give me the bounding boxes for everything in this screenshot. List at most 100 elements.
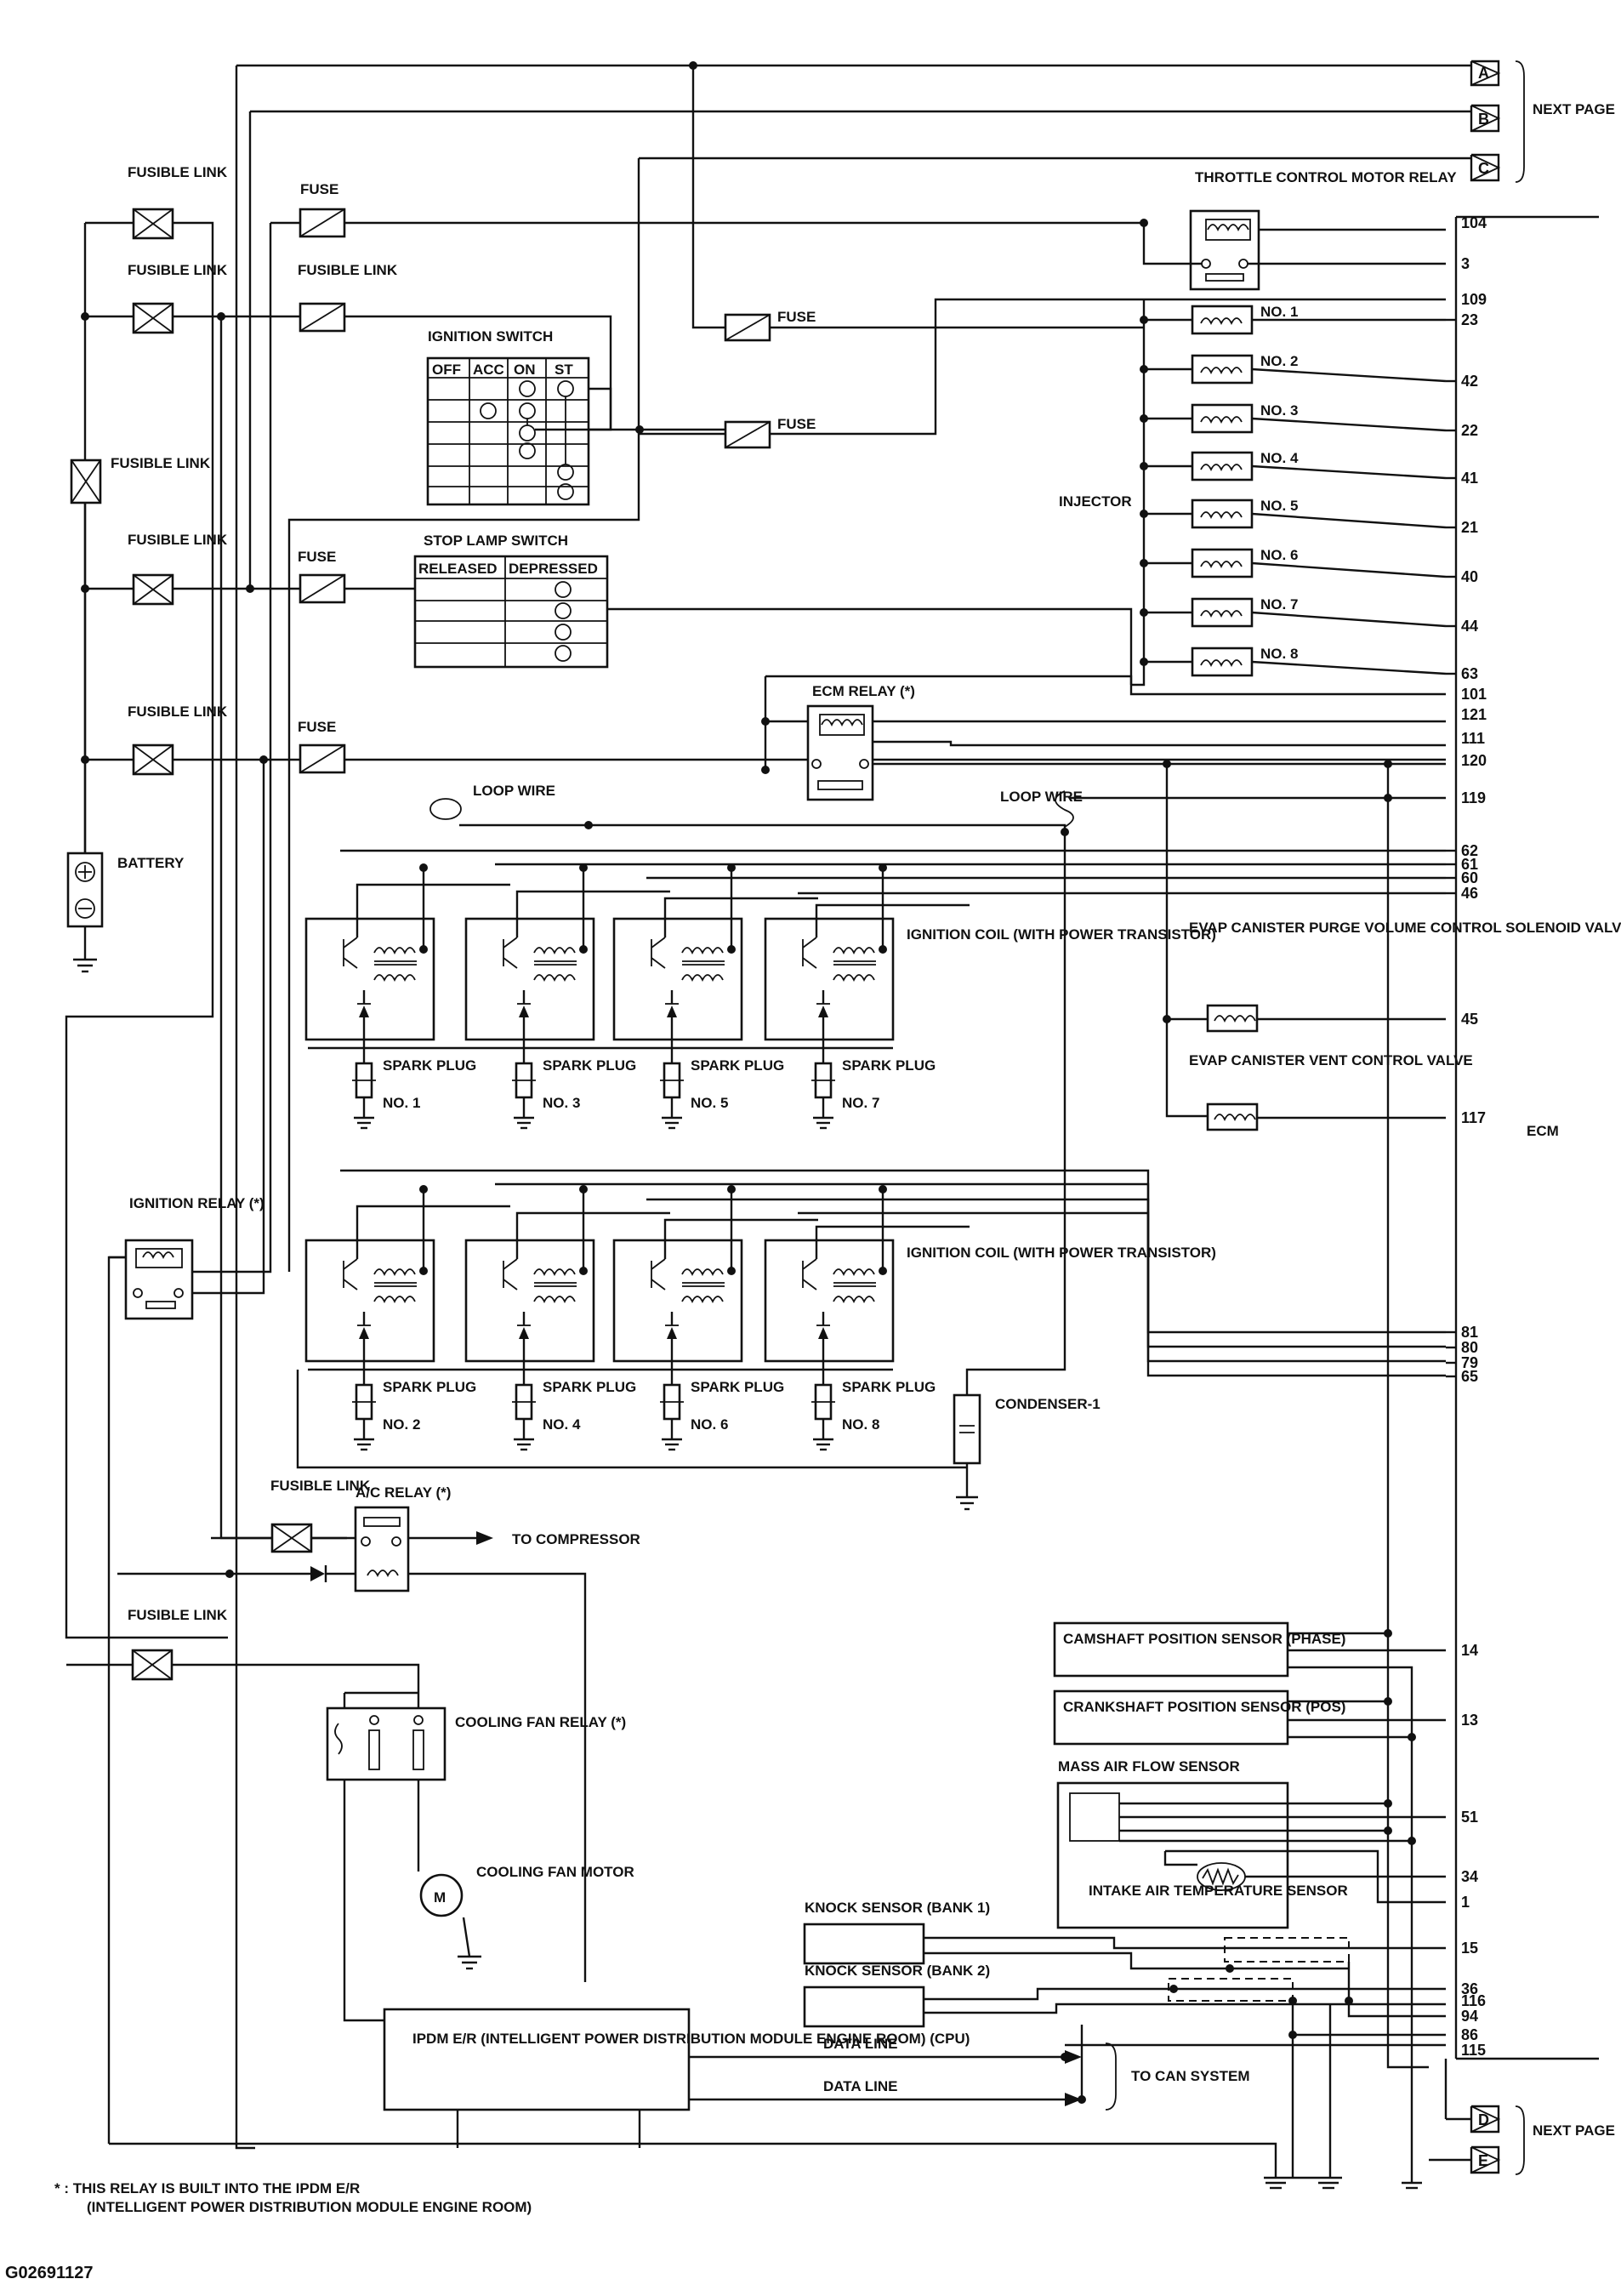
- ecm-pin-44: 44: [1461, 618, 1478, 635]
- injector-8: NO. 8: [1140, 646, 1447, 677]
- ignition-coil-box: [612, 917, 743, 1041]
- injector-list: NO. 1NO. 2NO. 3NO. 4NO. 5NO. 6NO. 7NO. 8: [1140, 304, 1447, 677]
- injector-coil-box: [1191, 548, 1254, 578]
- injector-coil-glyph: [1200, 317, 1243, 326]
- injector-label: NO. 1: [1260, 304, 1298, 320]
- secondary-coil: [533, 974, 576, 983]
- injector-coil-box: [1191, 354, 1254, 385]
- spark-plug-number: NO. 7: [842, 1095, 879, 1111]
- svg-text:FUSIBLE LINK: FUSIBLE LINK: [128, 704, 228, 720]
- injector-label: NO. 6: [1260, 547, 1298, 563]
- to-can-system-label: TO CAN SYSTEM: [1131, 2068, 1249, 2084]
- spark-plug-label: SPARK PLUG: [842, 1057, 936, 1074]
- svg-text:FUSE: FUSE: [298, 719, 336, 735]
- spark-plug-number: NO. 5: [691, 1095, 728, 1111]
- svg-text:ECM RELAY (*): ECM RELAY (*): [812, 683, 915, 699]
- injector-junction: [1140, 510, 1148, 518]
- spark-plug-number: NO. 6: [691, 1416, 728, 1433]
- trigger-wire: [355, 883, 510, 937]
- transistor-collector: [343, 937, 358, 949]
- knock-sensor-bank1: KNOCK SENSOR (BANK 1): [803, 1900, 990, 1965]
- ecm-pin-63: 63: [1461, 665, 1478, 682]
- transistor-emitter: [802, 1279, 817, 1290]
- svg-text:LOOP WIRE: LOOP WIRE: [1000, 789, 1083, 805]
- fuse-2: FUSIBLE LINK: [298, 262, 398, 333]
- ecm-pin-42: 42: [1461, 373, 1478, 390]
- injector-label: NO. 7: [1260, 596, 1298, 612]
- fusible-link-3: FUSIBLE LINK: [70, 455, 211, 504]
- injector-signal: [1251, 561, 1447, 578]
- injector-coil-box: [1191, 451, 1254, 481]
- transistor-emitter: [503, 1279, 518, 1290]
- ecm-pin-61: 61: [1461, 856, 1478, 873]
- fuse-6: FUSE: [724, 416, 816, 449]
- spark-plug-label: SPARK PLUG: [543, 1057, 636, 1074]
- condenser: CONDENSER-1: [953, 1393, 1101, 1511]
- coil-ecm-wire-lower-4: [798, 1211, 1446, 1377]
- fusible-link-1: FUSIBLE LINK: [128, 164, 228, 240]
- svg-text:LOOP WIRE: LOOP WIRE: [473, 783, 555, 799]
- bus-junction: [419, 1185, 428, 1194]
- ecm-pin-46: 46: [1461, 885, 1478, 902]
- svg-text:CONDENSER-1: CONDENSER-1: [995, 1396, 1101, 1412]
- ignition-coil-label-lower: IGNITION COIL (WITH POWER TRANSISTOR): [907, 1245, 1216, 1261]
- diode-glyph: [818, 1327, 828, 1339]
- ecm-pin-65: 65: [1461, 1368, 1478, 1385]
- svg-text:EVAP CANISTER VENT CONTROL VAL: EVAP CANISTER VENT CONTROL VALVE: [1189, 1052, 1473, 1068]
- ground-symbols-bottom: [1264, 2176, 1422, 2190]
- ecm-pin-34: 34: [1461, 1868, 1478, 1885]
- svg-text:FUSIBLE LINK: FUSIBLE LINK: [128, 262, 228, 278]
- ecm-pin-23: 23: [1461, 311, 1478, 328]
- transistor-emitter: [503, 957, 518, 969]
- transistor-collector: [343, 1258, 358, 1270]
- transistor-emitter: [802, 957, 817, 969]
- svg-text:MASS AIR FLOW SENSOR: MASS AIR FLOW SENSOR: [1058, 1758, 1240, 1775]
- injector-3: NO. 3: [1140, 402, 1447, 434]
- crankshaft-position-sensor: CRANKSHAFT POSITION SENSOR (POS): [1053, 1689, 1345, 1746]
- ignition-coil-box: [464, 917, 595, 1041]
- primary-coil: [373, 947, 416, 955]
- ecm-pin-117: 117: [1461, 1109, 1486, 1126]
- ipdm-label: IPDM E/R (INTELLIGENT POWER DISTRIBUTION…: [412, 2031, 970, 2047]
- svg-text:CAMSHAFT POSITION SENSOR (PHAS: CAMSHAFT POSITION SENSOR (PHASE): [1063, 1631, 1345, 1647]
- connector-d: D: [1470, 2105, 1501, 2134]
- ecm-pin-115: 115: [1461, 2042, 1486, 2059]
- mass-air-flow-sensor: MASS AIR FLOW SENSOR INTAKE AIR TEMPERAT…: [1056, 1758, 1348, 1929]
- bus-junction: [727, 863, 736, 872]
- injector-signal: [1251, 417, 1447, 432]
- injector-1: NO. 1: [1140, 304, 1446, 335]
- injector-coil-glyph: [1200, 610, 1243, 618]
- ignition-coil-box: [304, 917, 435, 1041]
- connector-c: C: [1470, 153, 1501, 182]
- injector-signal: [1251, 367, 1447, 383]
- ecm-pin-111: 111: [1461, 730, 1485, 747]
- injector-2: NO. 2: [1140, 353, 1447, 385]
- ecm: ECM: [1454, 215, 1599, 2060]
- injector-junction: [1140, 462, 1148, 470]
- ecm-pin-22: 22: [1461, 422, 1478, 439]
- svg-text:D: D: [1478, 2111, 1489, 2128]
- ignition-coil-label-upper: IGNITION COIL (WITH POWER TRANSISTOR): [907, 926, 1216, 943]
- svg-text:DEPRESSED: DEPRESSED: [509, 561, 598, 577]
- svg-text:C: C: [1478, 160, 1489, 177]
- svg-text:ACC: ACC: [473, 362, 504, 378]
- injector-junction: [1140, 658, 1148, 666]
- injector-label: NO. 8: [1260, 646, 1298, 662]
- transistor-collector: [503, 937, 518, 949]
- injector-junction: [1140, 414, 1148, 423]
- injector-6: NO. 6: [1140, 547, 1447, 578]
- spark-plug-number: NO. 2: [383, 1416, 420, 1433]
- ecm-pin-101: 101: [1461, 686, 1487, 703]
- next-page-label-top: NEXT PAGE: [1533, 101, 1615, 117]
- ecm-pin-51: 51: [1461, 1809, 1478, 1826]
- ecm-relay: ECM RELAY (*): [806, 683, 915, 801]
- secondary-coil: [681, 974, 724, 983]
- diode-glyph: [359, 1327, 369, 1339]
- fusible-link-4: FUSIBLE LINK: [128, 532, 228, 606]
- transistor-emitter: [343, 1279, 358, 1290]
- svg-text:E: E: [1478, 2152, 1488, 2169]
- trigger-wire: [663, 897, 818, 937]
- ignition-relay: IGNITION RELAY (*): [124, 1195, 264, 1320]
- svg-text:KNOCK SENSOR (BANK 1): KNOCK SENSOR (BANK 1): [805, 1900, 990, 1916]
